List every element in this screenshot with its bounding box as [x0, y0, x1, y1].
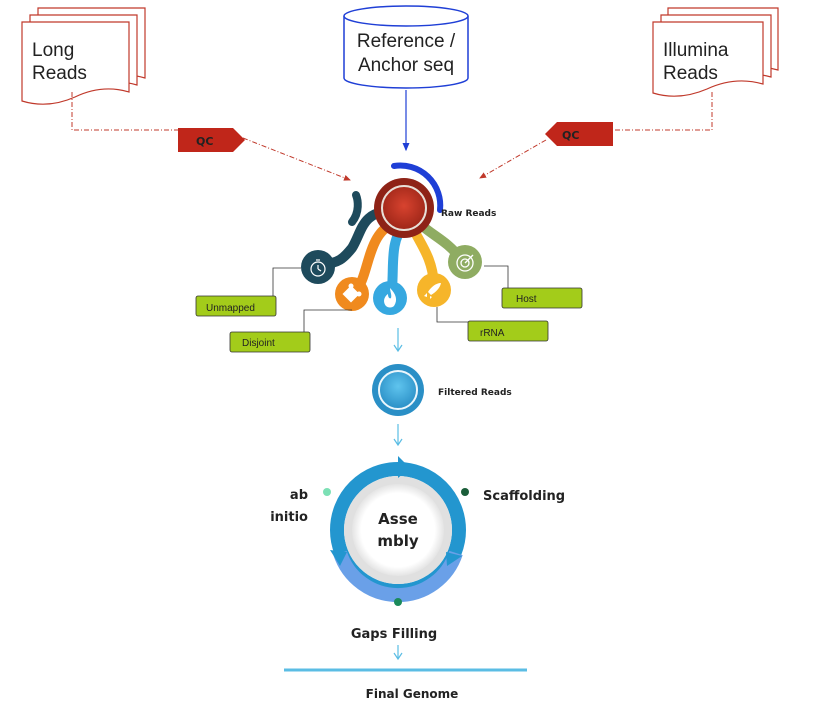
- assembly-line2: mbly: [377, 532, 419, 550]
- puzzle-icon: [342, 283, 362, 303]
- qc-tag-right: QC: [545, 122, 613, 146]
- stopwatch-icon: [310, 259, 326, 277]
- long-reads-line1: Long: [32, 40, 74, 61]
- filtered-reads-node: [372, 364, 424, 416]
- disjoint-label: Disjoint: [242, 338, 275, 349]
- qc-right-label: QC: [562, 129, 579, 142]
- unmapped-label: Unmapped: [206, 303, 255, 314]
- final-genome-label: Final Genome: [366, 687, 459, 701]
- rrna-filter: rRNA: [467, 320, 549, 342]
- host-label: Host: [516, 294, 537, 305]
- host-filter: Host: [501, 287, 583, 309]
- gaps-filling-label: Gaps Filling: [351, 627, 437, 642]
- qc-connectors: [71, 92, 713, 181]
- ab-initio-dot: [323, 488, 331, 496]
- raw-reads-arc: [391, 162, 444, 213]
- raw-reads-label: Raw Reads: [441, 209, 496, 219]
- disjoint-filter: Disjoint: [229, 331, 311, 353]
- flow-arrows: [393, 328, 403, 661]
- rrna-label: rRNA: [480, 328, 505, 339]
- assembly-line1: Asse: [378, 510, 418, 528]
- flame-icon: [384, 288, 397, 308]
- illumina-reads-document: Illumina Reads: [652, 7, 779, 97]
- qc-left-label: QC: [196, 135, 213, 148]
- scaffolding-label: Scaffolding: [483, 489, 565, 504]
- reference-database: Reference / Anchor seq: [343, 5, 469, 89]
- target-icon: [456, 254, 474, 272]
- rocket-icon: [424, 283, 441, 299]
- gaps-filling-dot: [394, 598, 402, 606]
- illumina-line1: Illumina: [663, 40, 729, 61]
- ab-initio-line2: initio: [270, 510, 308, 525]
- puzzle-node: [335, 277, 369, 311]
- stopwatch-node: [301, 250, 335, 284]
- long-reads-document: Long Reads: [21, 7, 146, 105]
- unmapped-filter: Unmapped: [195, 295, 277, 317]
- illumina-line2: Reads: [663, 63, 718, 84]
- reference-line2: Anchor seq: [358, 55, 454, 76]
- cycle-arrowhead-left: [330, 550, 347, 566]
- filtered-reads-label: Filtered Reads: [438, 388, 512, 398]
- flame-node: [373, 281, 407, 315]
- scaffolding-dot: [461, 488, 469, 496]
- reference-line1: Reference /: [357, 31, 456, 52]
- qc-tag-left: QC: [178, 128, 245, 152]
- raw-reads-node: [374, 178, 434, 238]
- cycle-arrowhead-right: [446, 552, 462, 566]
- long-reads-line2: Reads: [32, 63, 87, 84]
- assembly-cycle: [323, 456, 469, 606]
- rocket-node: [417, 273, 451, 307]
- target-node: [448, 245, 482, 279]
- filter-connectors: [272, 265, 509, 335]
- ab-initio-line1: ab: [290, 488, 308, 503]
- cycle-arrowhead-top: [398, 456, 410, 478]
